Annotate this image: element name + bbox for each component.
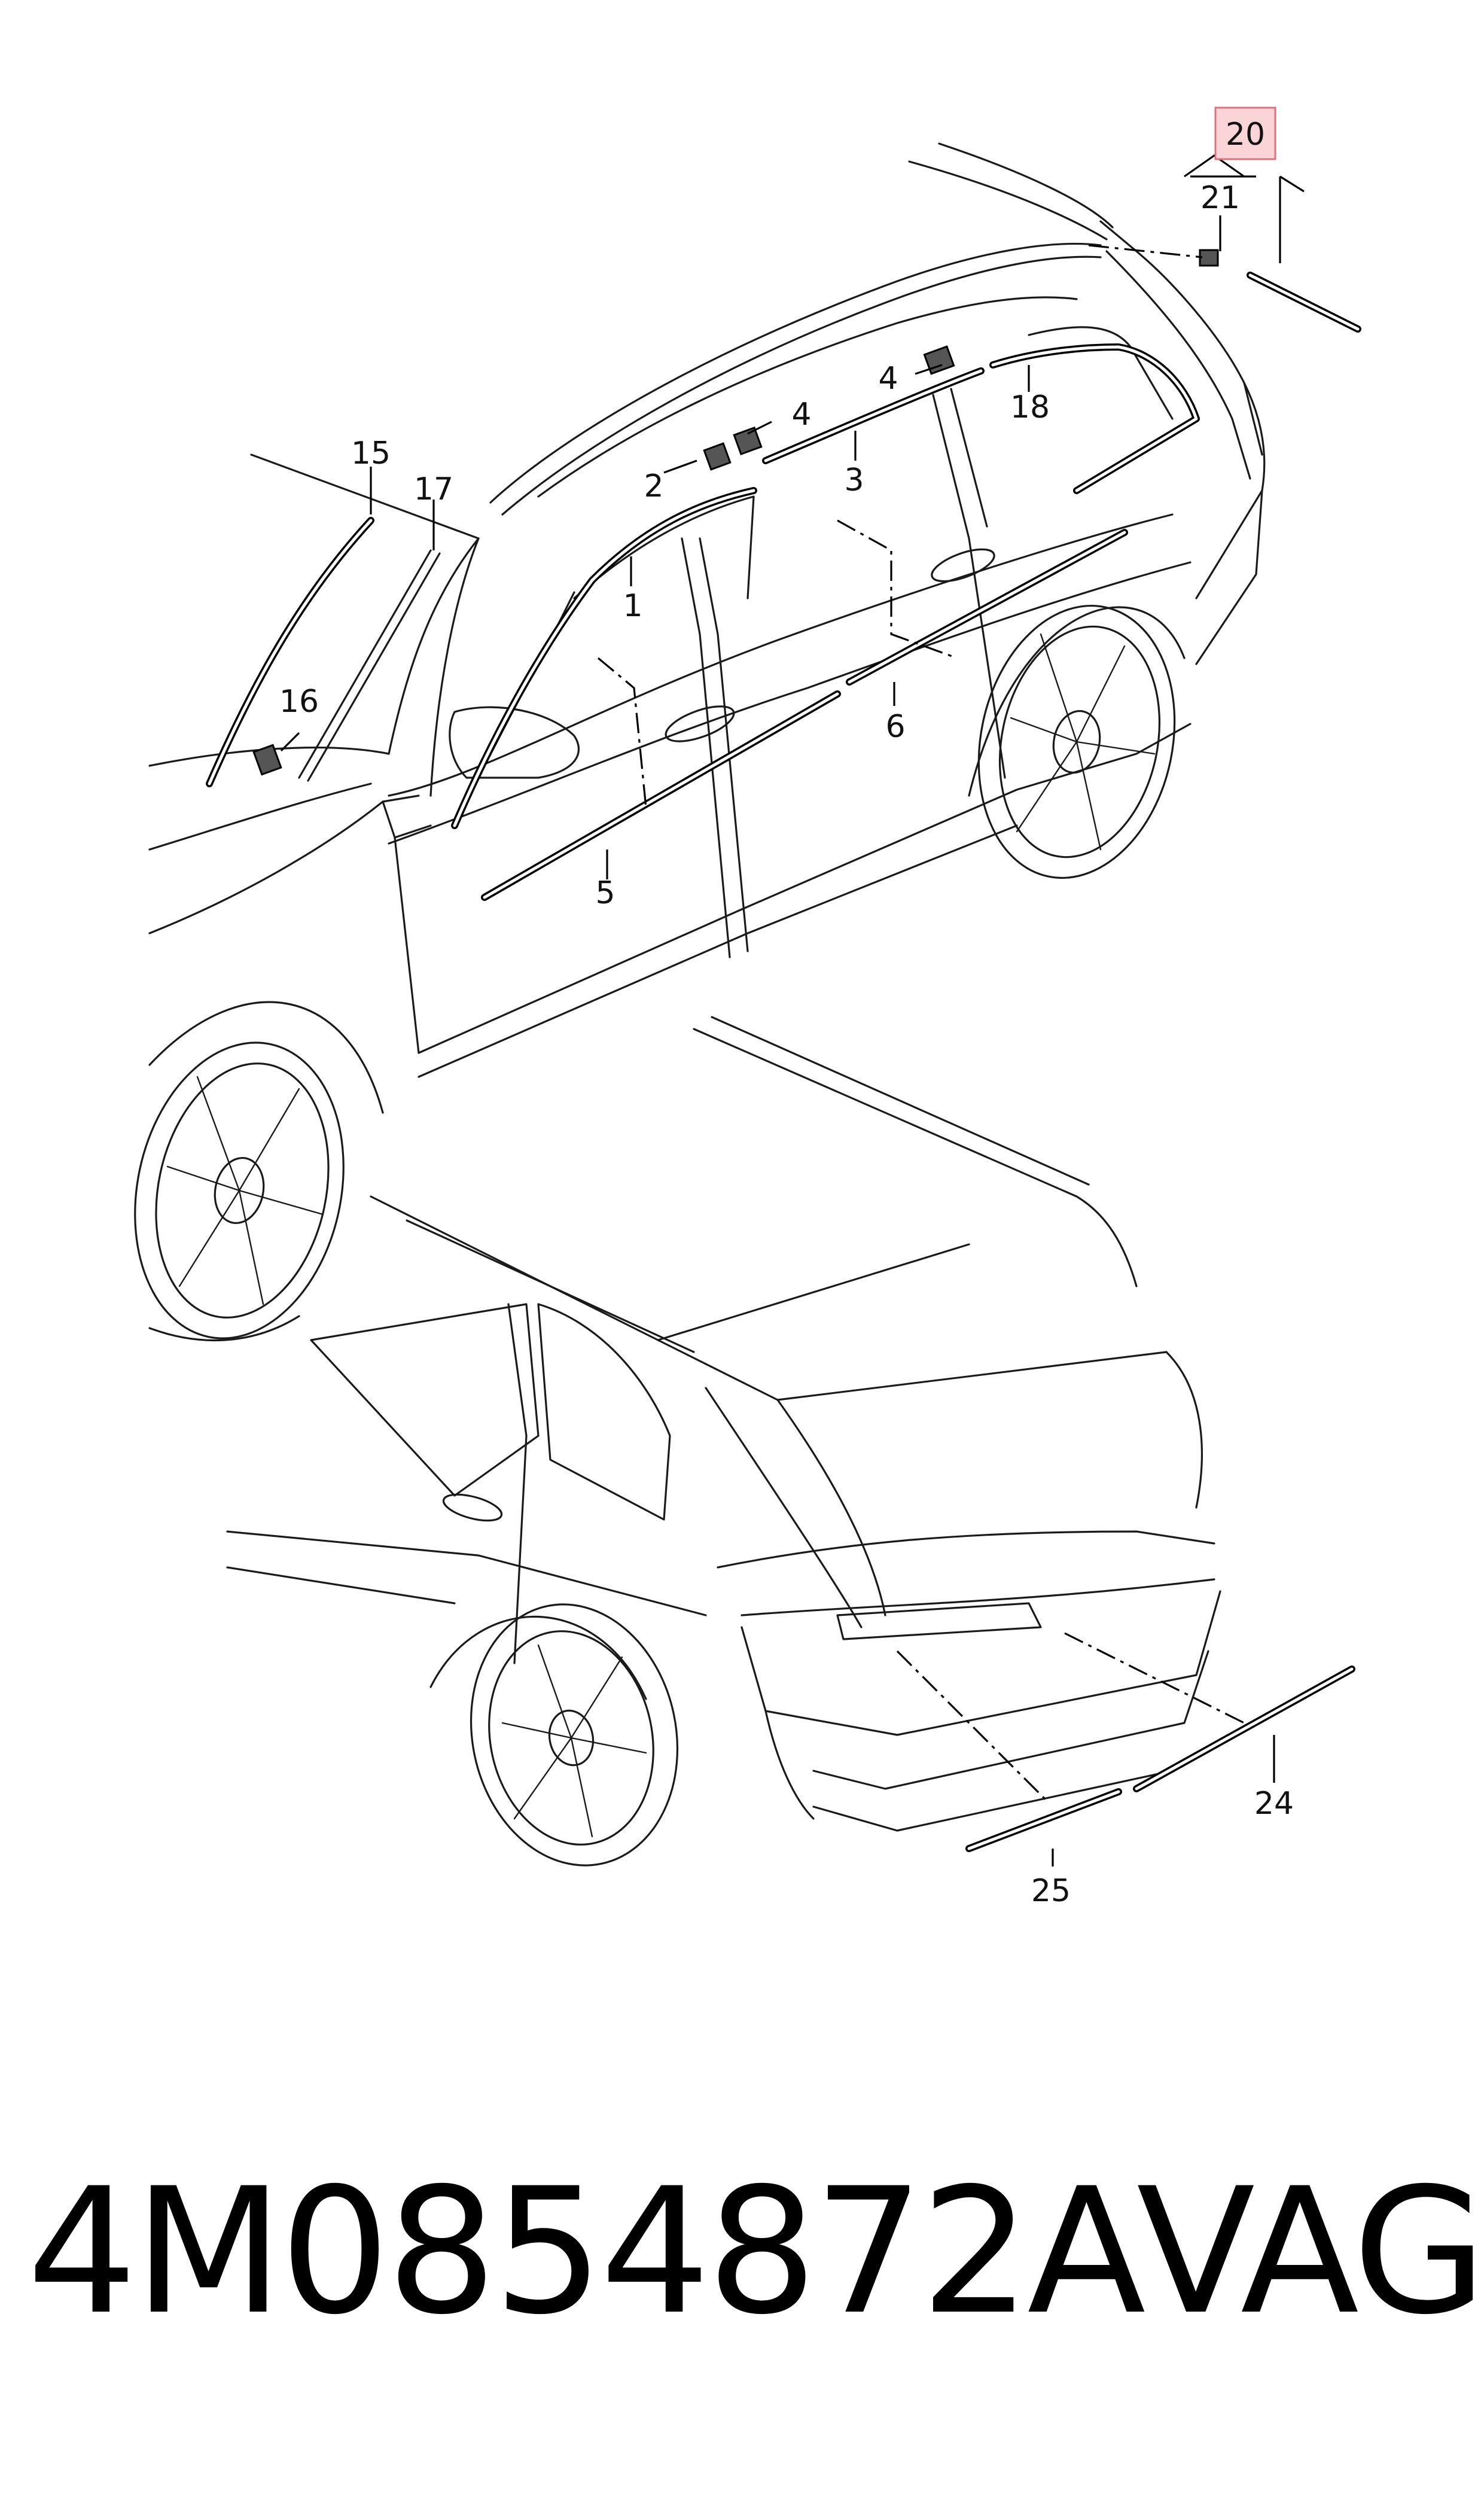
callout-16[interactable]: 16 — [279, 684, 319, 720]
callouts: 20 21 18 4 4 2 3 1 15 17 16 6 5 24 25 — [279, 106, 1294, 1909]
brand-label: VAG — [1136, 2151, 1484, 2353]
callout-3[interactable]: 3 — [844, 462, 864, 498]
callout-4a[interactable]: 4 — [878, 361, 898, 397]
parts-bottom — [896, 1632, 1355, 1867]
callout-1[interactable]: 1 — [623, 588, 642, 624]
callout-17[interactable]: 17 — [414, 471, 453, 507]
highlight-box-20 — [1214, 106, 1276, 160]
callout-25[interactable]: 25 — [1031, 1873, 1071, 1909]
leader-lines-top — [597, 244, 1203, 808]
callout-6[interactable]: 6 — [885, 709, 905, 745]
callout-2[interactable]: 2 — [644, 468, 663, 504]
part-number-label: 4M0854872A — [27, 2151, 1146, 2353]
callout-leaders — [280, 154, 1305, 879]
callout-20[interactable]: 20 — [1226, 117, 1265, 153]
vehicle-rear-view — [226, 1016, 1221, 1867]
callout-21[interactable]: 21 — [1200, 180, 1240, 216]
callout-15[interactable]: 15 — [351, 436, 391, 471]
callout-4b[interactable]: 4 — [791, 397, 811, 433]
parts-top — [206, 249, 1361, 901]
callout-24[interactable]: 24 — [1254, 1786, 1294, 1822]
callout-18[interactable]: 18 — [1010, 389, 1050, 425]
callout-5[interactable]: 5 — [595, 875, 615, 911]
